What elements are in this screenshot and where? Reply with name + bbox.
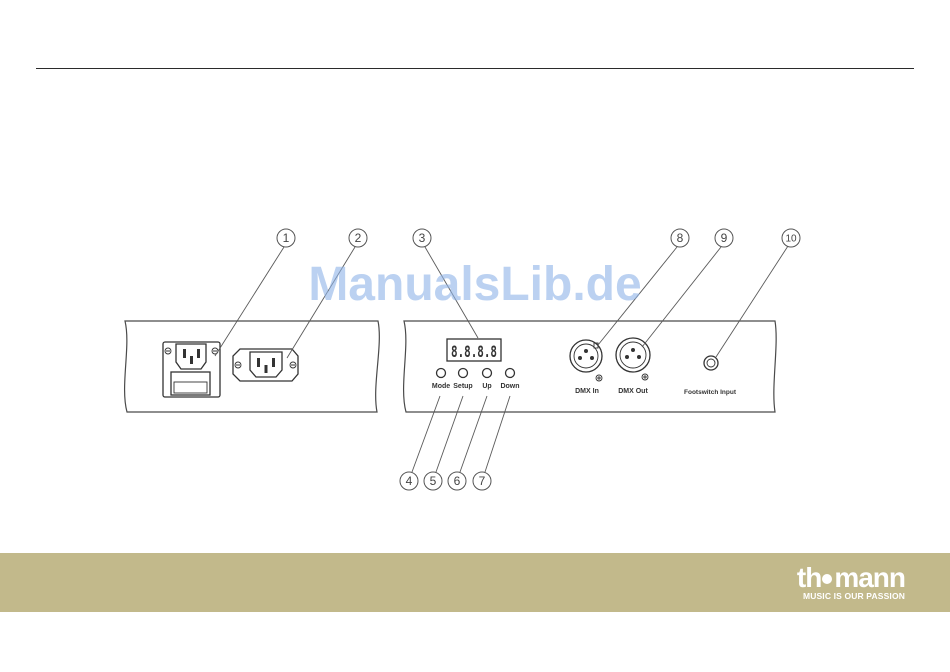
xlr-pin <box>637 355 641 359</box>
callout-7: 7 <box>473 472 491 490</box>
fuse-drawer <box>171 372 210 395</box>
logo-text-right: mann <box>834 562 905 593</box>
dmx-in-label: DMX In <box>575 388 599 395</box>
callout-2: 2 <box>349 229 367 247</box>
socket-pin <box>265 365 268 373</box>
callout-number: 5 <box>430 474 437 488</box>
xlr-pin <box>590 356 594 360</box>
xlr-pin <box>578 356 582 360</box>
xlr-connector-icon <box>570 340 602 372</box>
button-label-setup: Setup <box>453 383 472 390</box>
button-icon <box>459 369 468 378</box>
callout-3: 3 <box>413 229 431 247</box>
logo-dot-icon <box>822 574 832 584</box>
callout-number: 4 <box>406 474 413 488</box>
button-label-mode: Mode <box>432 383 450 390</box>
callout-number: 7 <box>479 474 486 488</box>
power-outlet <box>233 349 298 381</box>
callout-number: 9 <box>721 231 728 245</box>
callout-number: 6 <box>454 474 461 488</box>
callout-1: 1 <box>277 229 295 247</box>
callout-5: 5 <box>424 472 442 490</box>
callout-number: 8 <box>677 231 684 245</box>
callout-8: 8 <box>671 229 689 247</box>
callout-4: 4 <box>400 472 418 490</box>
footswitch-label: Footswitch Input <box>684 389 737 396</box>
button-icon <box>483 369 492 378</box>
dmx-out-label: DMX Out <box>618 388 648 395</box>
button-label-down: Down <box>500 383 519 390</box>
led-display-readout: 8.8.8.8 <box>451 342 497 361</box>
callout-6: 6 <box>448 472 466 490</box>
callout-number: 3 <box>419 231 426 245</box>
logo-text-left: th <box>797 562 821 593</box>
power-inlet-with-fuse <box>163 342 220 397</box>
button-icon <box>437 369 446 378</box>
led-display: 8.8.8.8 <box>447 339 501 361</box>
xlr-pin <box>584 349 588 353</box>
jack-socket-icon <box>704 356 718 370</box>
socket-pin <box>183 349 186 358</box>
xlr-pin <box>631 348 635 352</box>
brand-tagline: MUSIC IS OUR PASSION <box>803 592 905 601</box>
socket-pin <box>197 349 200 358</box>
callout-number: 1 <box>283 231 290 245</box>
power-outlet-socket <box>250 352 282 377</box>
button-icon <box>506 369 515 378</box>
callout-9: 9 <box>715 229 733 247</box>
callout-number: 2 <box>355 231 362 245</box>
socket-pin <box>257 358 260 367</box>
socket-pin <box>272 358 275 367</box>
callout-10: 10 <box>782 229 800 247</box>
callout-number: 10 <box>785 234 797 245</box>
xlr-pin <box>625 355 629 359</box>
socket-pin <box>190 356 193 364</box>
button-label-up: Up <box>482 383 491 390</box>
